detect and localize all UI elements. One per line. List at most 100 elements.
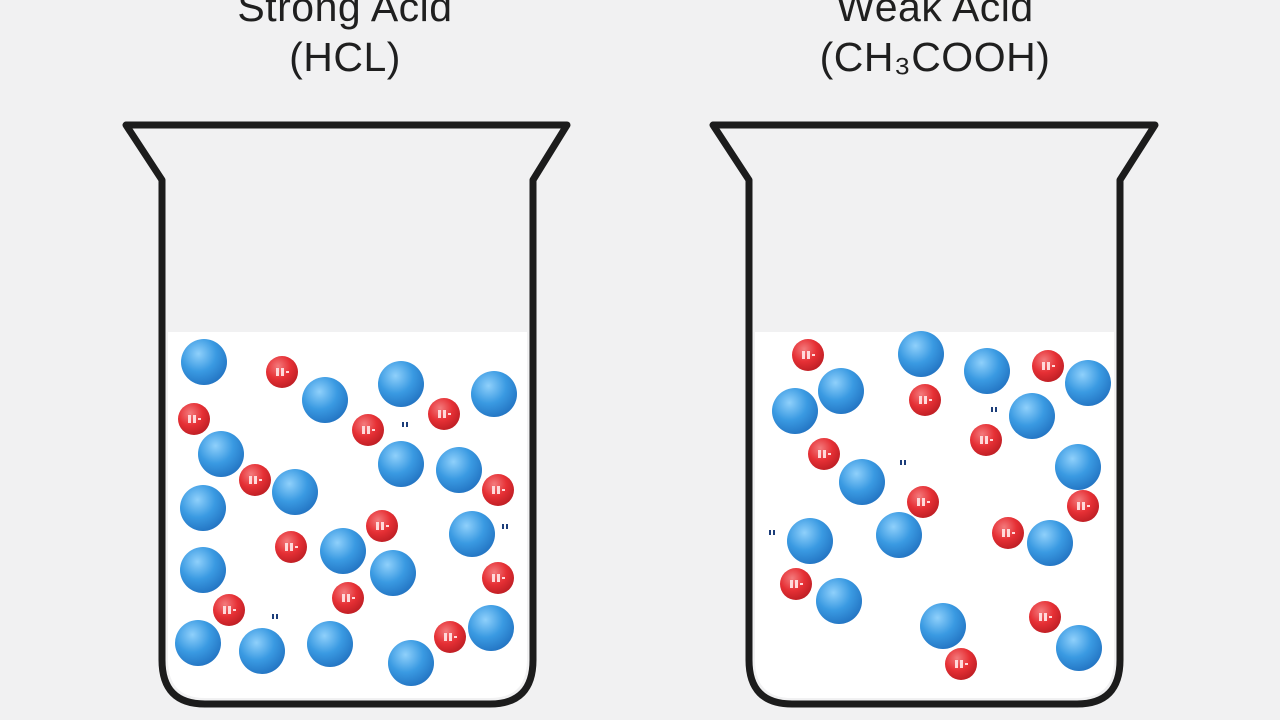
left-ion-mark	[492, 574, 495, 582]
left-ion	[482, 562, 514, 594]
right-ion-mark	[980, 436, 983, 444]
right-ion-mark	[818, 450, 821, 458]
left-molecule	[471, 371, 517, 417]
left-ion	[366, 510, 398, 542]
right-ion-mark	[919, 396, 922, 404]
right-ion-mark	[965, 663, 968, 665]
left-molecule	[378, 361, 424, 407]
right-ion-mark	[922, 498, 925, 506]
right-molecule	[1009, 393, 1055, 439]
left-molecule	[180, 547, 226, 593]
right-ion-mark	[955, 660, 958, 668]
left-ion	[428, 398, 460, 430]
right-ion-mark	[807, 351, 810, 359]
right-ion-mark	[1007, 529, 1010, 537]
right-ion	[945, 648, 977, 680]
right-molecule	[876, 512, 922, 558]
left-molecule	[449, 511, 495, 557]
right-ion-mark	[1087, 505, 1090, 507]
left-ion-mark	[254, 476, 257, 484]
strong-acid-particles	[175, 339, 517, 686]
right-ion-mark	[795, 580, 798, 588]
strong-acid-title: Strong Acid (HCL)	[125, 0, 565, 82]
left-ion-mark	[372, 429, 375, 431]
left-ion-mark	[448, 413, 451, 415]
weak-acid-name: Weak Acid	[836, 0, 1034, 30]
left-molecule	[436, 447, 482, 493]
left-ion	[332, 582, 364, 614]
right-ion-mark	[1042, 362, 1045, 370]
right-stray-mark	[991, 407, 993, 412]
left-ion-mark	[342, 594, 345, 602]
right-ion-mark	[1049, 616, 1052, 618]
left-ion-mark	[502, 577, 505, 579]
left-ion-mark	[376, 522, 379, 530]
left-molecule	[320, 528, 366, 574]
right-ion	[907, 486, 939, 518]
right-molecule	[1027, 520, 1073, 566]
left-ion	[266, 356, 298, 388]
left-ion-mark	[249, 476, 252, 484]
right-stray-mark	[904, 460, 906, 465]
weak-acid-title: Weak Acid (CH₃COOH)	[715, 0, 1155, 82]
right-ion-mark	[1039, 613, 1042, 621]
left-ion-mark	[352, 597, 355, 599]
left-molecule	[239, 628, 285, 674]
right-ion-mark	[802, 351, 805, 359]
left-molecule	[181, 339, 227, 385]
left-ion	[434, 621, 466, 653]
left-molecule	[307, 621, 353, 667]
right-ion	[1029, 601, 1061, 633]
left-ion-mark	[454, 636, 457, 638]
left-ion-mark	[443, 410, 446, 418]
left-ion-mark	[276, 368, 279, 376]
right-ion-mark	[812, 354, 815, 356]
left-ion-mark	[295, 546, 298, 548]
left-ion-mark	[497, 486, 500, 494]
right-stray-mark	[769, 530, 771, 535]
right-ion-mark	[823, 450, 826, 458]
right-ion	[780, 568, 812, 600]
left-molecule	[468, 605, 514, 651]
left-stray-mark	[276, 614, 278, 619]
left-ion-mark	[285, 543, 288, 551]
right-ion-mark	[985, 436, 988, 444]
right-ion-mark	[1012, 532, 1015, 534]
right-ion-mark	[1047, 362, 1050, 370]
left-molecule	[378, 441, 424, 487]
left-stray-mark	[272, 614, 274, 619]
left-ion-mark	[228, 606, 231, 614]
left-ion-mark	[193, 415, 196, 423]
strong-acid-beaker-outline	[122, 121, 571, 708]
left-ion-mark	[362, 426, 365, 434]
weak-acid-beaker-outline	[709, 121, 1159, 708]
left-ion-mark	[223, 606, 226, 614]
left-molecule	[180, 485, 226, 531]
weak-acid-formula: (CH₃COOH)	[819, 34, 1051, 80]
right-ion-mark	[1002, 529, 1005, 537]
right-ion	[909, 384, 941, 416]
right-molecule	[1065, 360, 1111, 406]
left-ion-mark	[198, 418, 201, 420]
left-stray-mark	[506, 524, 508, 529]
right-ion-mark	[1052, 365, 1055, 367]
left-ion	[275, 531, 307, 563]
left-molecule	[175, 620, 221, 666]
right-molecule	[818, 368, 864, 414]
left-ion-mark	[444, 633, 447, 641]
right-ion	[1032, 350, 1064, 382]
right-molecule	[920, 603, 966, 649]
right-molecule	[787, 518, 833, 564]
left-ion-mark	[286, 371, 289, 373]
left-ion-mark	[367, 426, 370, 434]
right-ion-mark	[990, 439, 993, 441]
left-ion-mark	[492, 486, 495, 494]
left-ion	[239, 464, 271, 496]
left-stray-mark	[406, 422, 408, 427]
left-ion-mark	[259, 479, 262, 481]
left-ion	[213, 594, 245, 626]
left-ion-mark	[347, 594, 350, 602]
right-ion-mark	[924, 396, 927, 404]
